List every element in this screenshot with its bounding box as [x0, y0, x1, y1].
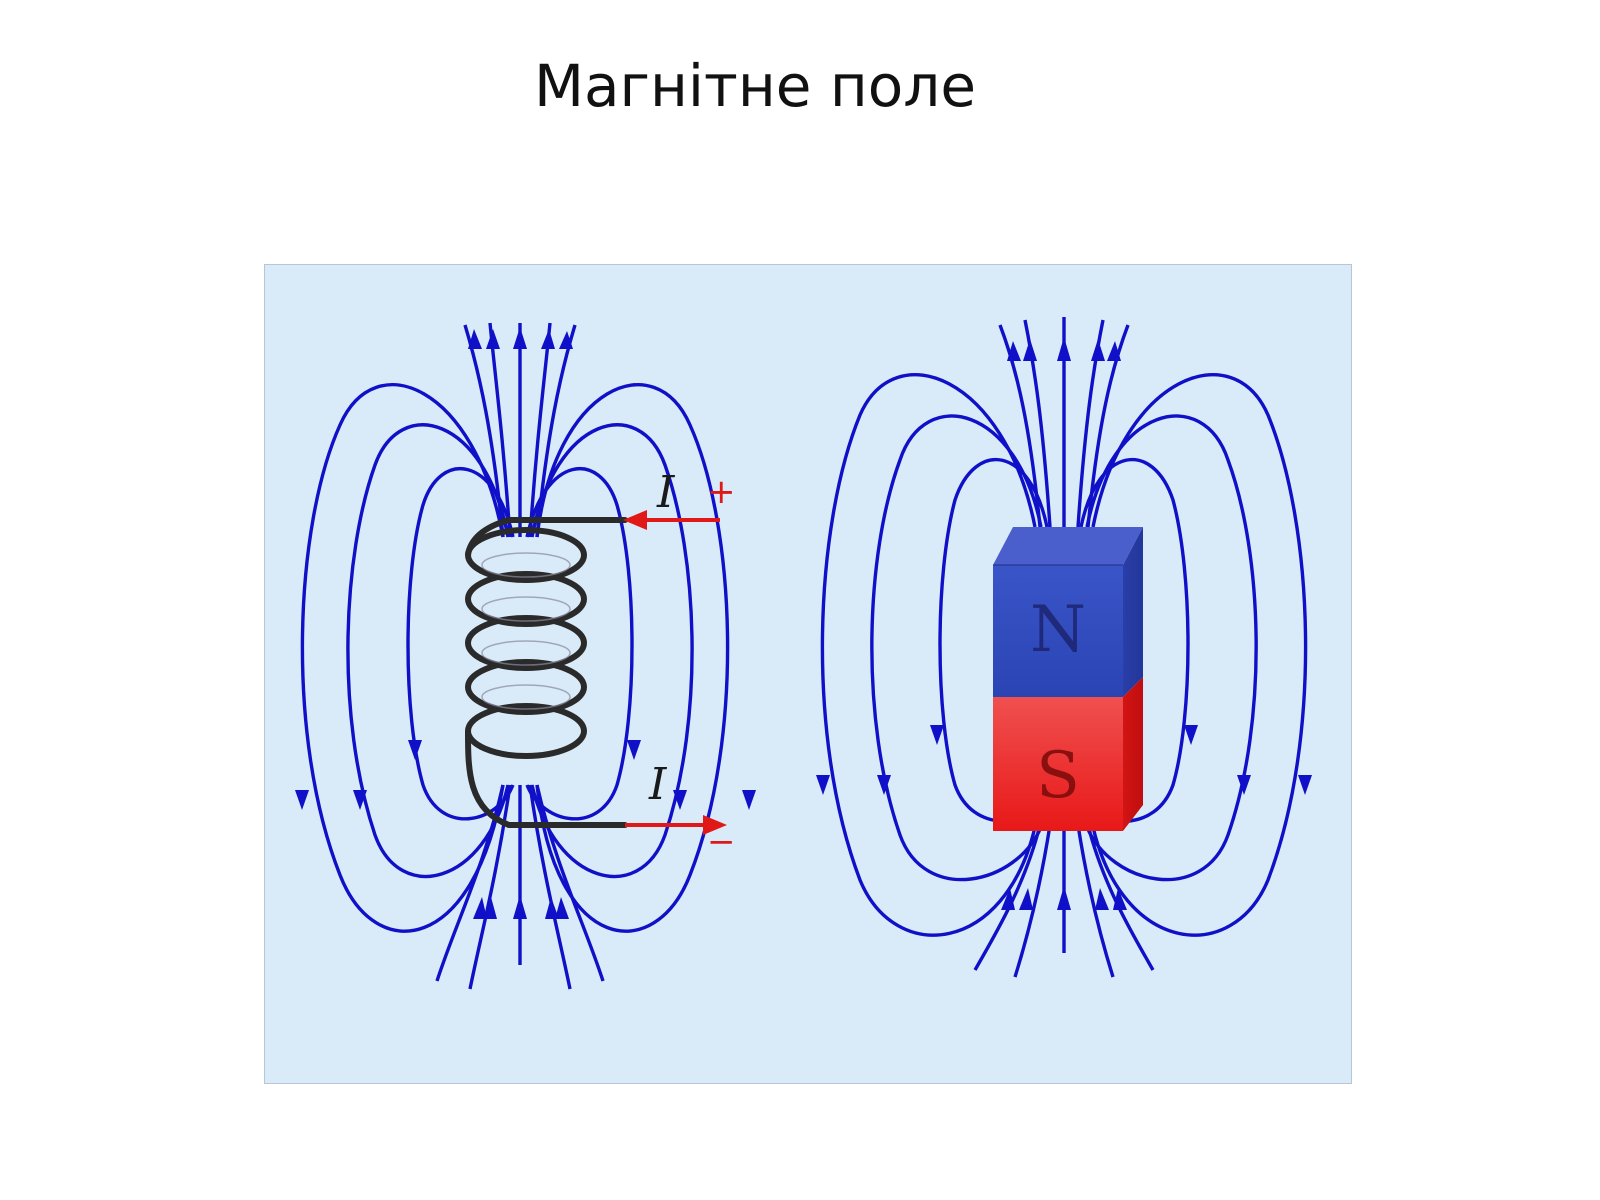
- bar-magnet: N S: [993, 527, 1143, 831]
- current-label-top: I: [656, 467, 676, 518]
- magnet-field-lines: [820, 317, 1308, 978]
- coil-solenoid: [465, 517, 628, 828]
- magnet-north-face: [993, 565, 1123, 697]
- magnet-field-arrows: [816, 337, 1312, 910]
- panel-background: [265, 265, 1351, 1083]
- minus-sign: −: [707, 822, 736, 862]
- magnet-north-label: N: [1030, 593, 1086, 667]
- magnet-south-label: S: [1036, 739, 1080, 813]
- current-label-bottom: I: [648, 759, 668, 810]
- magnet-north-side: [1123, 527, 1143, 697]
- magnet-south-side: [1123, 677, 1143, 831]
- current-arrow-out: [625, 815, 727, 835]
- diagram-panel: I + I −: [264, 264, 1352, 1084]
- slide-title: Магнітне поле: [533, 52, 977, 120]
- magnet-south-face: [993, 697, 1123, 831]
- current-arrow-in: [623, 510, 720, 530]
- plus-sign: +: [707, 472, 736, 512]
- coil-field-arrows: [295, 327, 756, 919]
- magnet-top-face: [993, 527, 1143, 565]
